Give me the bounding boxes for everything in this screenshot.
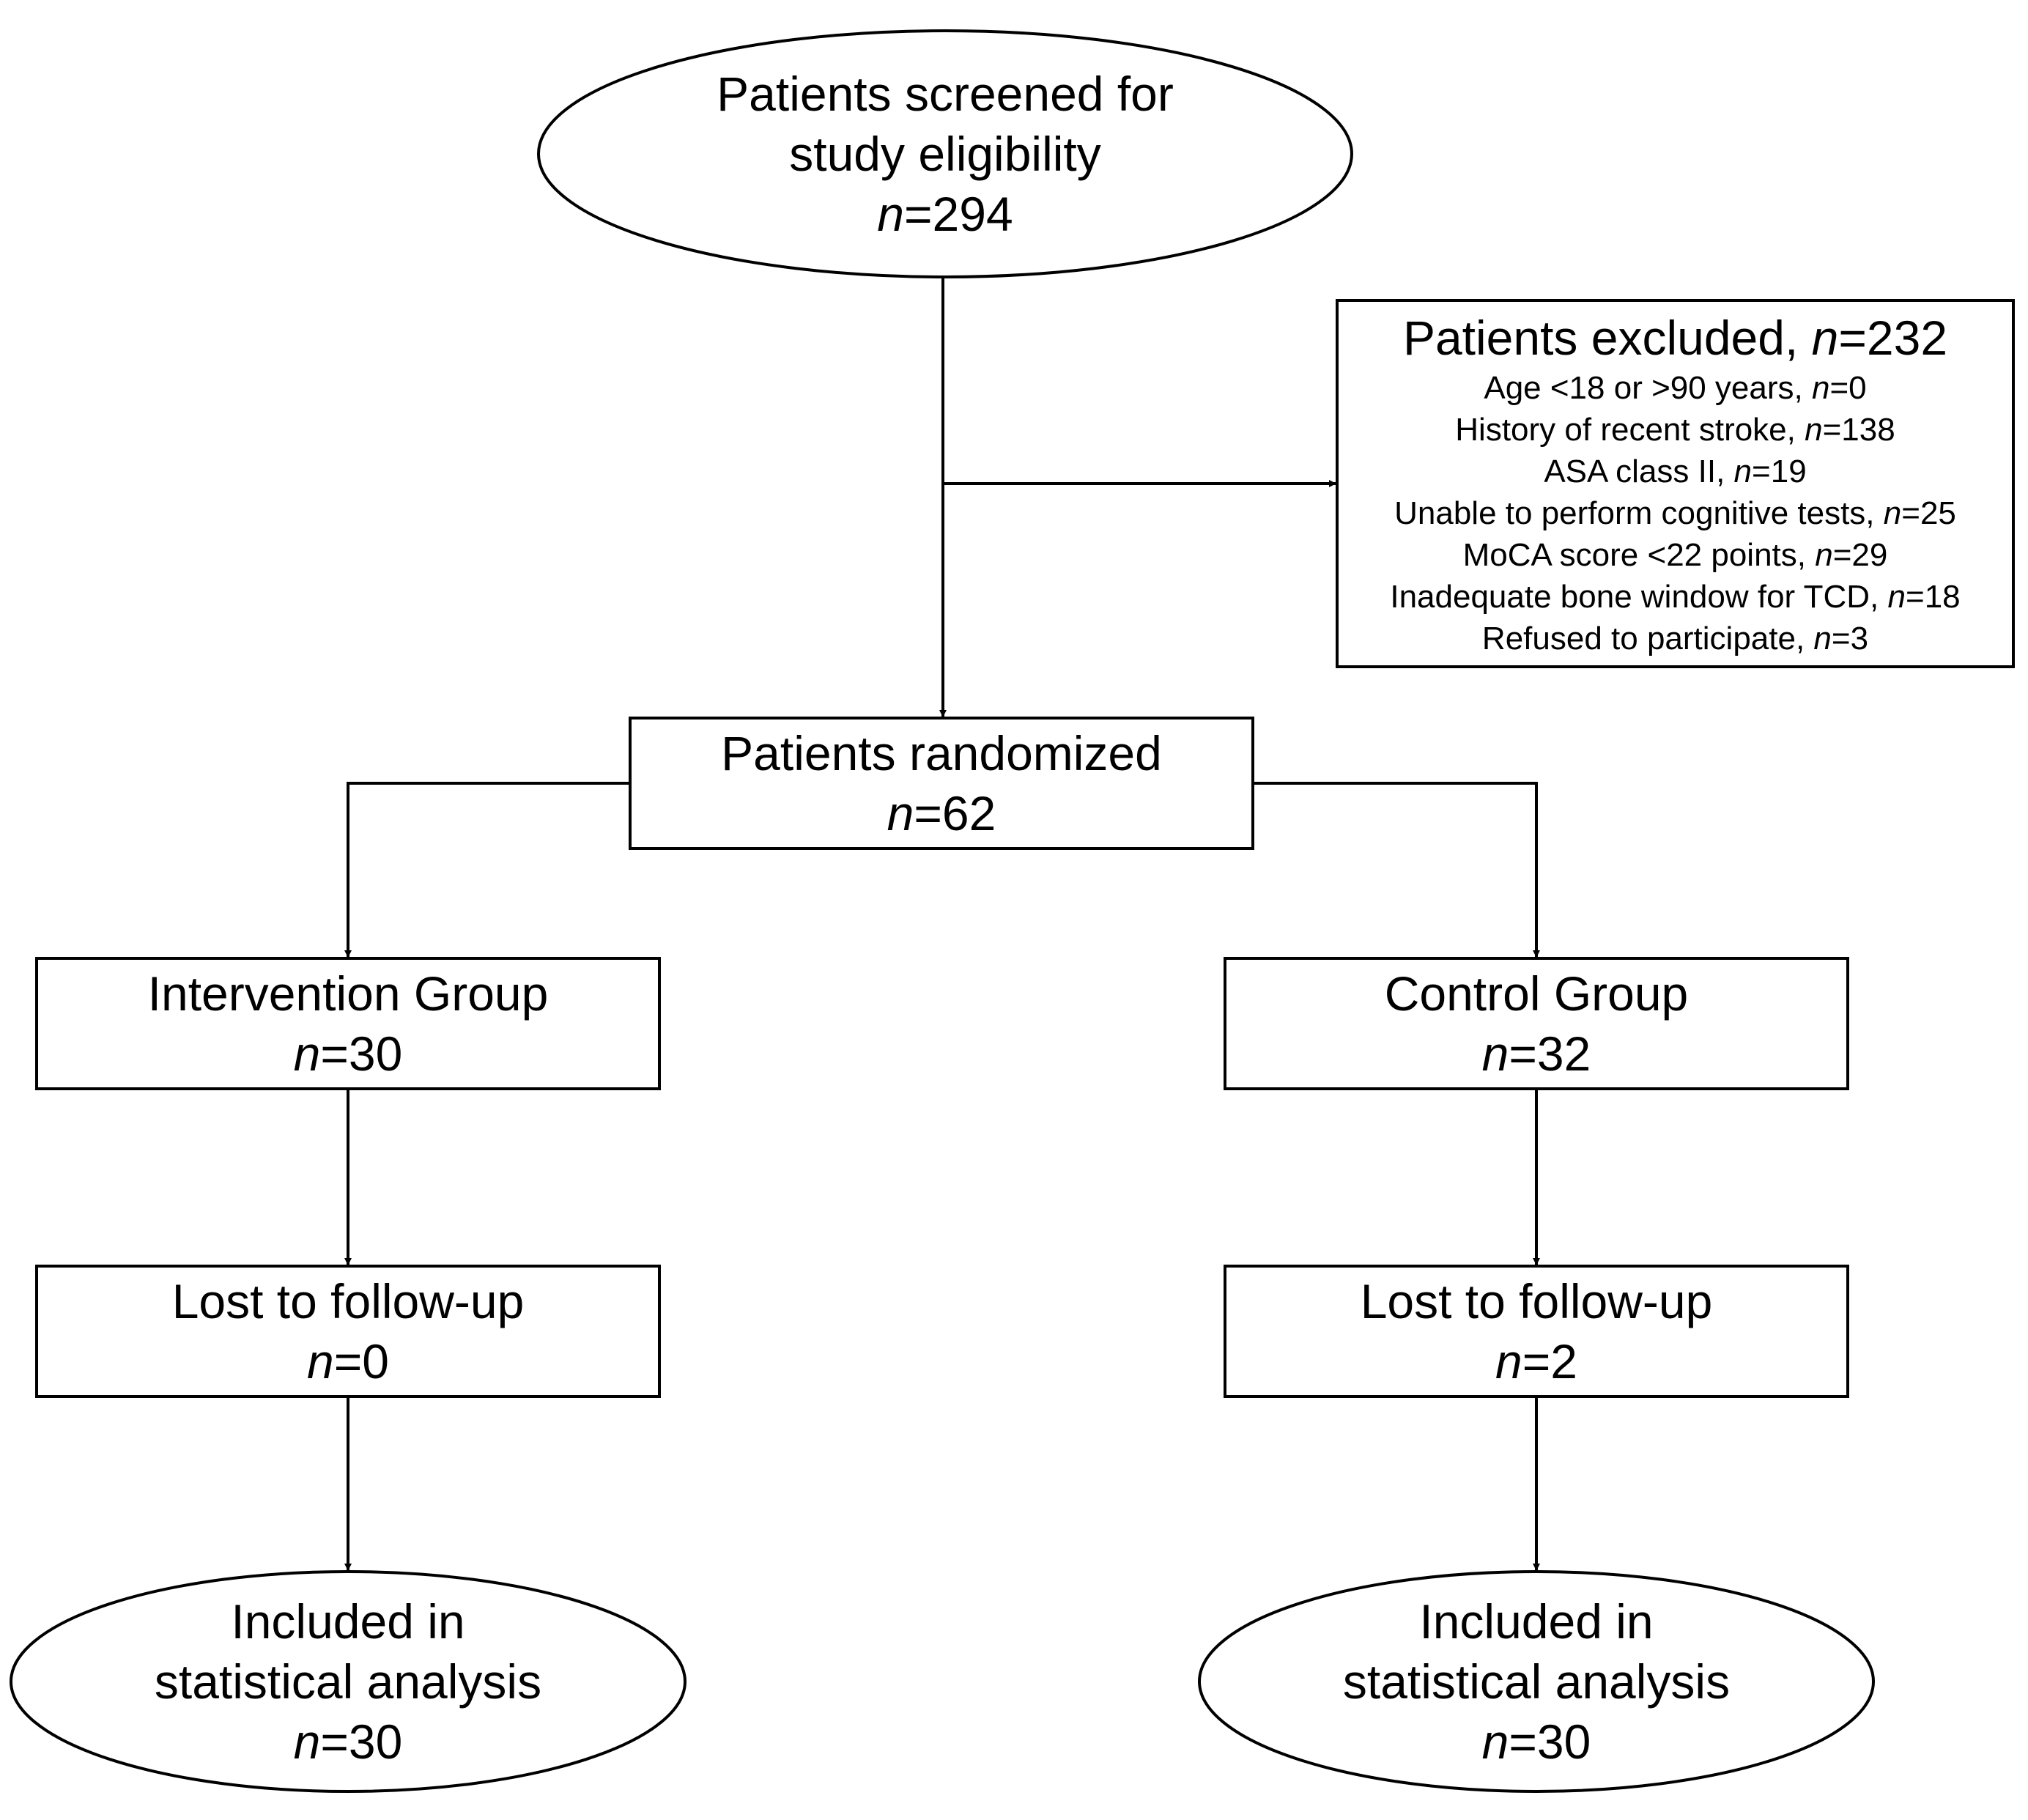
n-symbol: n [1481,1714,1509,1769]
lost-control-count: =2 [1522,1334,1577,1388]
excluded-item-text: Unable to perform cognitive tests, [1394,495,1884,531]
n-symbol: n [1805,411,1823,448]
analysis-intervention-node: Included in statistical analysis n=30 [11,1586,685,1777]
n-symbol: n [1481,1026,1509,1081]
lost-intervention-node: Lost to follow-up n=0 [37,1266,659,1397]
excluded-title: Patients excluded, n=232 [1403,308,1947,367]
analysis-intervention-line-2: statistical analysis [154,1654,542,1709]
excluded-item: Inadequate bone window for TCD, n=18 [1390,576,1960,618]
n-symbol: n [1495,1334,1522,1388]
analysis-intervention-count: =30 [320,1714,403,1769]
excluded-title-text: Patients excluded, [1402,310,1812,365]
randomized-node: Patients randomized n=62 [630,718,1253,848]
excluded-item-count: =18 [1906,578,1961,615]
excluded-item-count: =3 [1831,620,1869,656]
screened-node: Patients screened for study eligibility … [539,44,1352,264]
randomized-label: Patients randomized [721,726,1162,780]
excluded-title-count: =232 [1838,310,1948,365]
analysis-control-count-line: n=30 [1482,1712,1591,1772]
arrow-randomized-to-control [1253,782,1540,958]
analysis-intervention-count-line: n=30 [294,1712,403,1772]
excluded-item-text: Refused to participate, [1481,620,1814,656]
excluded-item-count: =25 [1901,495,1956,531]
analysis-control-node: Included in statistical analysis n=30 [1199,1586,1873,1777]
excluded-item-text: ASA class II, [1544,453,1734,489]
analysis-control-line-1: Included in [1419,1594,1654,1649]
screened-line-2: study eligibility [789,127,1101,181]
excluded-item-count: =0 [1829,369,1867,406]
excluded-item-count: =138 [1822,411,1895,448]
intervention-node: Intervention Group n=30 [37,958,659,1089]
n-symbol: n [293,1714,321,1769]
n-symbol: n [293,1026,321,1081]
n-symbol: n [1883,495,1902,531]
n-symbol: n [307,1334,334,1388]
excluded-node: Patients excluded, n=232 Age <18 or >90 … [1337,300,2013,667]
excluded-item-text: Inadequate bone window for TCD, [1390,578,1888,615]
excluded-item: ASA class II, n=19 [1544,451,1806,492]
excluded-item: History of recent stroke, n=138 [1455,409,1895,451]
excluded-item-text: Age <18 or >90 years, [1484,369,1812,406]
screened-count: =294 [904,187,1013,241]
control-label: Control Group [1384,966,1689,1021]
control-node: Control Group n=32 [1225,958,1848,1089]
screened-count-line: n=294 [877,184,1013,244]
n-symbol: n [1887,578,1906,615]
analysis-control-shape [1198,1570,1875,1793]
intervention-count: =30 [320,1026,403,1081]
lost-control-count-line: n=2 [1495,1331,1577,1391]
n-symbol: n [1811,369,1830,406]
excluded-item: MoCA score <22 points, n=29 [1463,534,1888,576]
excluded-item: Refused to participate, n=3 [1482,618,1868,659]
lost-intervention-label: Lost to follow-up [171,1274,525,1328]
n-symbol: n [887,786,914,840]
lost-control-node: Lost to follow-up n=2 [1225,1266,1848,1397]
excluded-item-text: MoCA score <22 points, [1462,536,1816,573]
control-count-line: n=32 [1482,1024,1591,1084]
randomized-count: =62 [914,786,996,840]
randomized-count-line: n=62 [887,783,996,843]
analysis-intervention-shape [10,1570,687,1793]
n-symbol: n [1815,536,1833,573]
n-symbol: n [1733,453,1753,489]
screened-line-1: Patients screened for [717,67,1174,121]
lost-intervention-count-line: n=0 [307,1331,389,1391]
excluded-item: Unable to perform cognitive tests, n=25 [1394,492,1956,534]
arrow-randomized-to-intervention [344,782,630,958]
screened-shape [537,29,1353,278]
excluded-item-text: History of recent stroke, [1455,411,1805,448]
n-symbol: n [877,187,905,241]
intervention-label: Intervention Group [147,966,549,1021]
lost-intervention-count: =0 [333,1334,389,1388]
excluded-item-count: =19 [1752,453,1807,489]
intervention-count-line: n=30 [294,1024,403,1084]
control-count: =32 [1509,1026,1591,1081]
lost-control-label: Lost to follow-up [1360,1274,1713,1328]
n-symbol: n [1811,310,1839,365]
analysis-control-count: =30 [1509,1714,1591,1769]
excluded-item-count: =29 [1832,536,1888,573]
excluded-shape [1336,299,2015,668]
excluded-item: Age <18 or >90 years, n=0 [1484,367,1866,409]
analysis-control-line-2: statistical analysis [1342,1654,1731,1709]
analysis-intervention-line-1: Included in [231,1594,465,1649]
n-symbol: n [1813,620,1832,656]
